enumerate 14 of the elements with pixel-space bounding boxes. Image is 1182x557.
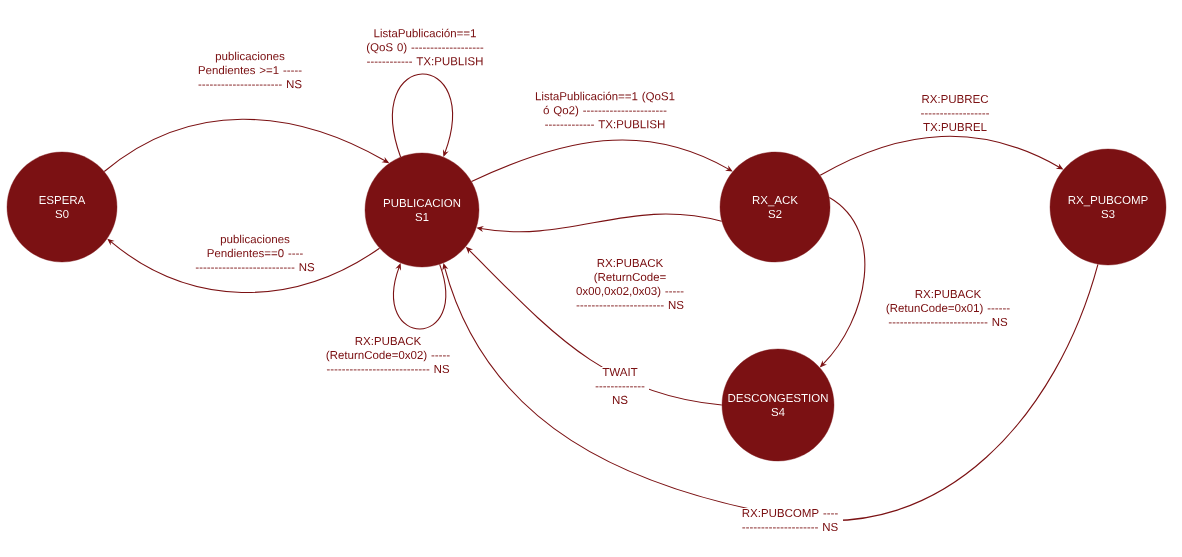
edge-label: ListaPublicación==1 (QoS1 ó Qo2) ----------------------------------- TX:PUBLISH xyxy=(533,90,677,130)
edge-label: RX:PUBACK (ReturnCode=0x02) -------------------------------- NS xyxy=(321,335,455,375)
edge-label: RX:PUBREC ------------------ TX:PUBREL xyxy=(915,93,995,133)
edge-label: publicaciones Pendientes==0 ------------------------------ NS xyxy=(193,233,317,273)
arrow xyxy=(442,263,1099,522)
edge-label: ListaPublicación==1 (QoS 0) ------------------------------- TX:PUBLISH xyxy=(359,27,491,67)
edge-label: RX:PUBCOMP ------------------------ NS xyxy=(737,507,843,533)
edge-label: RX:PUBACK (ReturnCode= 0x00,0x02,0x03) ---------------------------- NS xyxy=(570,257,690,311)
edge-label: TWAIT ------------- NS xyxy=(591,367,649,405)
edge-label: RX:PUBACK (RetunCode=0x01) -------------------------------- NS xyxy=(881,288,1015,328)
arrow xyxy=(393,263,447,330)
arrow xyxy=(471,139,733,182)
arrow xyxy=(392,73,453,158)
edge-label: publicaciones Pendientes >=1 --------------------------- NS xyxy=(193,50,307,90)
